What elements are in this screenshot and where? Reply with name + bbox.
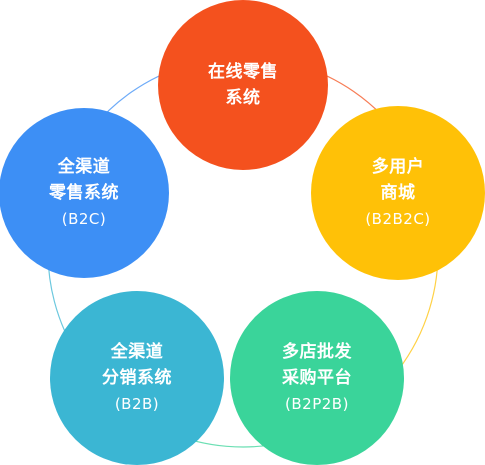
node-label-line: 全渠道 [110,342,164,362]
node-label-line: 多用户 [371,157,425,177]
node-label-line: 多店批发 [282,342,352,362]
node-label-line: 零售系统 [49,183,119,203]
node-multi-store-wholesale: 多店批发 采购平台 (B2P2B) [230,291,404,465]
node-label-line: 系统 [225,88,261,108]
node-model-tag: (B2B2C) [365,210,431,228]
node-model-tag: (B2C) [61,210,107,228]
node-model-tag: (B2B) [114,395,160,413]
node-label-line: 在线零售 [208,62,278,82]
node-omnichannel-distribution: 全渠道 分销系统 (B2B) [50,291,224,465]
node-label-line: 分销系统 [102,368,172,388]
node-label-line: 全渠道 [57,157,111,177]
node-multi-user-mall: 多用户 商城 (B2B2C) [311,106,485,280]
node-omnichannel-retail: 全渠道 零售系统 (B2C) [0,108,169,278]
node-label-line: 商城 [380,183,416,203]
node-label-line: 采购平台 [282,368,352,388]
node-model-tag: (B2P2B) [285,395,349,413]
node-online-retail: 在线零售 系统 [158,0,328,170]
